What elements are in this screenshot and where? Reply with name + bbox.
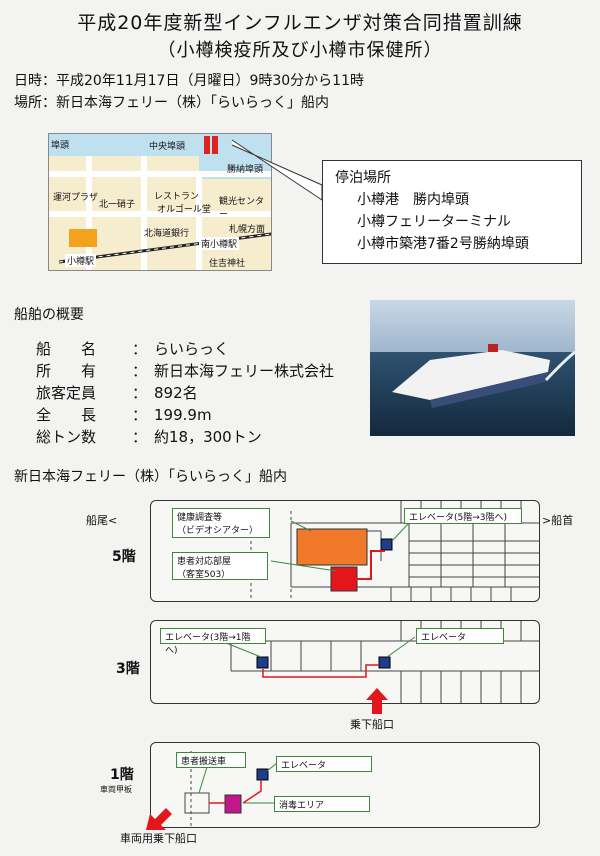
map-label-restaurant: レストラン xyxy=(154,192,200,202)
map-label-hokkaido-bank: 北海道銀行 xyxy=(144,229,190,239)
callout-title: 停泊場所 xyxy=(335,170,391,186)
ship-photo xyxy=(370,300,575,436)
boarding-arrow xyxy=(366,688,388,714)
bow-label: >船首 xyxy=(542,514,574,527)
floor-3-label: 3階 xyxy=(116,661,140,677)
vehicle-gate-label: 車両用乗下船口 xyxy=(120,832,197,845)
spec-value: らいらっく xyxy=(154,340,230,358)
boarding-gate-label: 乗下船口 xyxy=(350,718,394,731)
spec-colon: ： xyxy=(132,406,148,424)
map-label-otaru-station: 小樽駅 xyxy=(65,254,97,267)
callout-item-3: 小樽市築港7番2号勝納埠頭 xyxy=(357,236,529,252)
elevator-3f-left-label-box: エレベータ(3階→1階へ) xyxy=(160,628,266,656)
spec-row-capacity: 旅客定員 ： 892名 xyxy=(36,382,198,403)
patient-room-label-box: 患者対応部屋 （客室503） xyxy=(172,552,268,580)
spec-row-tonnage: 総トン数 ： 約18，300トン xyxy=(36,426,262,447)
spec-label: 所 有 xyxy=(36,362,97,380)
spec-row-owner: 所 有 ： 新日本海フェリー株式会社 xyxy=(36,360,334,381)
berth-callout: 停泊場所 小樽港 勝内埠頭 小樽フェリーターミナル 小樽市築港7番2号勝納埠頭 xyxy=(322,160,582,264)
spec-value: 約18，300トン xyxy=(154,428,262,446)
patient-room-line-1: 患者対応部屋 xyxy=(177,557,232,567)
spec-value: 892名 xyxy=(154,384,198,402)
floor-1-sublabel: 車両甲板 xyxy=(100,785,132,794)
datetime-line: 日時：平成20年11月17日（月曜日）9時30分から11時 xyxy=(14,73,364,89)
floor-5-label: 5階 xyxy=(112,549,136,565)
patient-room-line-2: （客室503） xyxy=(177,570,231,580)
elevator-5f-label-box: エレベータ(5階→3階へ) xyxy=(404,508,522,524)
map-label-futo: 埠頭 xyxy=(51,141,70,151)
floor-1-label: 1階 xyxy=(110,767,134,783)
map-label-katsunai-futo: 勝納埠頭 xyxy=(227,165,264,175)
health-check-label-box: 健康調査等 （ビデオシアター） xyxy=(172,508,270,538)
ship-overview-heading: 船舶の概要 xyxy=(14,307,84,323)
spec-row-length: 全 長 ： 199.9m xyxy=(36,404,212,425)
map-label-unga-plaza: 運河プラザ xyxy=(53,193,99,203)
spec-label: 総トン数 xyxy=(36,428,97,446)
map-label-chuo-futo: 中央埠頭 xyxy=(149,142,186,152)
map-label-music-box: オルゴール堂 xyxy=(157,205,211,215)
map-label-kanko-center: 観光センター xyxy=(219,197,265,220)
spec-colon: ： xyxy=(132,384,148,402)
spec-colon: ： xyxy=(132,362,148,380)
spec-value: 199.9m xyxy=(154,406,212,424)
elevator-3f-right-label-box: エレベータ xyxy=(416,628,504,644)
map-label-kitaichi: 北一硝子 xyxy=(99,200,136,210)
map-label-sapporo: 札幌方面 xyxy=(229,225,266,235)
disinfection-label-box: 消毒エリア xyxy=(274,796,370,812)
health-check-line-1: 健康調査等 xyxy=(177,513,223,523)
spec-label: 船 名 xyxy=(36,340,97,358)
floor-5-graphic xyxy=(250,501,539,601)
spec-label: 全 長 xyxy=(36,406,97,424)
spec-colon: ： xyxy=(132,340,148,358)
place-line: 場所：新日本海フェリー（株）「らいらっく」船内 xyxy=(14,95,329,111)
elevator-1f-label-box: エレベータ xyxy=(276,756,372,772)
map-label-sumiyoshi: 住吉神社 xyxy=(209,259,246,269)
spec-colon: ： xyxy=(132,428,148,446)
vehicle-gate-arrow xyxy=(146,808,172,830)
spec-value: 新日本海フェリー株式会社 xyxy=(154,362,335,380)
callout-item-2: 小樽フェリーターミナル xyxy=(357,214,511,230)
callout-item-1: 小樽港 勝内埠頭 xyxy=(357,192,469,208)
stern-label: 船尾< xyxy=(86,514,118,527)
health-check-line-2: （ビデオシアター） xyxy=(177,526,259,536)
spec-label: 旅客定員 xyxy=(36,384,97,402)
map-label-minami-otaru: 南小樽駅 xyxy=(199,237,240,250)
spec-row-name: 船 名 ： らいらっく xyxy=(36,338,229,359)
floor-plan-heading: 新日本海フェリー（株）「らいらっく」船内 xyxy=(14,469,287,485)
transport-vehicle-label-box: 患者搬送車 xyxy=(176,752,246,768)
title-line-2: （小樽検疫所及び小樽市保健所） xyxy=(157,40,443,61)
ship-photo-graphic xyxy=(370,300,575,436)
title-line-1: 平成20年度新型インフルエンザ対策合同措置訓練 xyxy=(77,12,523,34)
